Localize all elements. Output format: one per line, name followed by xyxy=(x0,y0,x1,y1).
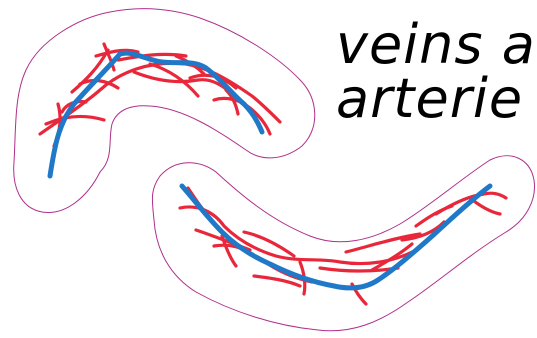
lower-sticker-outline xyxy=(152,156,534,331)
title-line-1: veins a xyxy=(336,18,536,72)
lower-vein xyxy=(182,186,490,288)
title-line-2: arterie xyxy=(336,72,523,126)
upper-vein xyxy=(50,53,262,176)
